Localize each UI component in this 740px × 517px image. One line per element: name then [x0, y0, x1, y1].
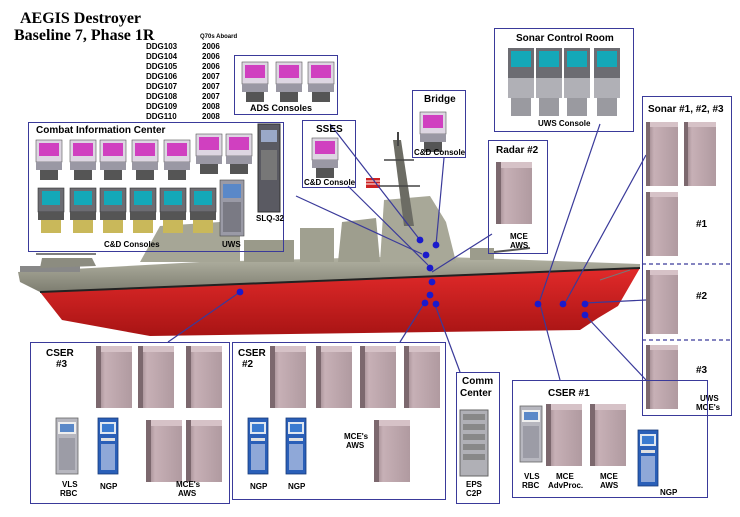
cser-2-box: [232, 342, 446, 500]
comm-eps-label: EPS: [466, 480, 483, 489]
comm-center-title-2: Center: [460, 388, 492, 399]
bridge-box: [412, 90, 466, 158]
ship-year: 2006: [202, 62, 220, 71]
ship-year: 2007: [202, 82, 220, 91]
ship-name: DDG107: [146, 82, 178, 91]
cser-1-vls-label: VLS: [524, 472, 540, 481]
sonar-123-title: Sonar #1, #2, #3: [648, 104, 724, 115]
cser-2-ngp-b-label: NGP: [288, 482, 306, 491]
cser-2-aws-label: AWS: [346, 441, 365, 450]
radar-2-box: [488, 140, 548, 254]
hull-red-underside: [40, 268, 640, 336]
sses-console-label: C&D Console: [304, 178, 356, 187]
sonar-3-label: #3: [696, 365, 708, 376]
sonar-control-uws-label: UWS Console: [538, 119, 591, 128]
comm-center-title-1: Comm: [462, 376, 494, 387]
cser-3-mces-label: MCE's: [176, 480, 201, 489]
ship-name: DDG108: [146, 92, 178, 101]
slq32-cabinet-art: [257, 123, 281, 213]
cser-3-aws-label: AWS: [178, 489, 197, 498]
connector-dots: [236, 236, 589, 319]
ship-name: DDG110: [146, 112, 177, 121]
sses-box: [302, 120, 356, 188]
comm-center-rack-art: [459, 409, 489, 477]
cser-3-title-2: #3: [56, 359, 68, 370]
bridge-title: Bridge: [424, 94, 456, 105]
ship-year: 2008: [202, 112, 220, 121]
radar-2-title: Radar #2: [496, 145, 539, 156]
cic-title: Combat Information Center: [36, 125, 166, 136]
radar-aws-label: AWS: [510, 241, 529, 250]
comm-center-box: [456, 372, 500, 504]
cser-3-ngp-label: NGP: [100, 482, 118, 491]
cser-3-title-1: CSER: [46, 348, 74, 359]
title-line-2: Baseline 7, Phase 1R: [14, 27, 155, 44]
ship-name: DDG106: [146, 72, 178, 81]
ship-year: 2007: [202, 92, 220, 101]
sonar-123-box: [642, 96, 732, 416]
cic-uws-art: [219, 179, 245, 237]
sonar-mces-label: MCE's: [696, 403, 721, 412]
sonar-control-room-title: Sonar Control Room: [516, 33, 614, 44]
cic-uws-label: UWS: [222, 240, 241, 249]
cic-cd-consoles-label: C&D Consoles: [104, 240, 160, 249]
cser-3-vls-label: VLS: [62, 480, 78, 489]
ship-name: DDG103: [146, 42, 178, 51]
cic-box: [28, 122, 284, 252]
cser-1-title: CSER #1: [548, 388, 590, 399]
sonar-control-room-box: [494, 28, 634, 132]
cser-1-mce-a-label: MCE: [556, 472, 574, 481]
cser-1-rbc-label: RBC: [522, 481, 540, 490]
ads-consoles-label: ADS Consoles: [250, 103, 313, 113]
sonar-2-label: #2: [696, 291, 708, 302]
cser-2-ngp-a-label: NGP: [250, 482, 268, 491]
cic-slq32-label: SLQ-32: [256, 214, 285, 223]
ship-name: DDG105: [146, 62, 178, 71]
cser-2-title-2: #2: [242, 359, 254, 370]
cser-3-box: [30, 342, 230, 504]
radar-mce-label: MCE: [510, 232, 528, 241]
sonar-uws-label: UWS: [700, 394, 719, 403]
ship-name: DDG109: [146, 102, 178, 111]
cser-1-aws-label: AWS: [600, 481, 619, 490]
cser-1-box: [512, 380, 708, 498]
ship-year: 2006: [202, 42, 220, 51]
cser-1-mce-b-label: MCE: [600, 472, 618, 481]
title-line-1: AEGIS Destroyer: [20, 10, 142, 27]
cser-1-ngp-label: NGP: [660, 488, 678, 497]
cser-3-rbc-label: RBC: [60, 489, 78, 498]
sonar-dividers: [642, 263, 732, 341]
ship-name: DDG104: [146, 52, 178, 61]
cser-2-title-1: CSER: [238, 348, 266, 359]
ship-table-names: DDG103 DDG104 DDG105 DDG106 DDG107 DDG10…: [146, 42, 177, 122]
hull-upper: [18, 256, 640, 292]
cser-1-advproc-label: AdvProc.: [548, 481, 584, 490]
ship-table-years: 2006 2006 2006 2007 2007 2007 2008 2008: [202, 42, 220, 122]
ship-table-header: Q70s Aboard: [200, 34, 238, 40]
comm-c2p-label: C2P: [466, 489, 482, 498]
ads-consoles-box: [234, 55, 338, 115]
bridge-console-label: C&D Console: [414, 148, 466, 157]
sses-title: SSES: [316, 124, 343, 135]
ship-year: 2008: [202, 102, 220, 111]
cser-2-mces-label: MCE's: [344, 432, 369, 441]
ship-year: 2006: [202, 52, 220, 61]
sonar-control-consoles-art: [508, 48, 620, 116]
sonar-1-label: #1: [696, 219, 708, 230]
connector-lines: [167, 123, 647, 381]
ship-year: 2007: [202, 72, 220, 81]
